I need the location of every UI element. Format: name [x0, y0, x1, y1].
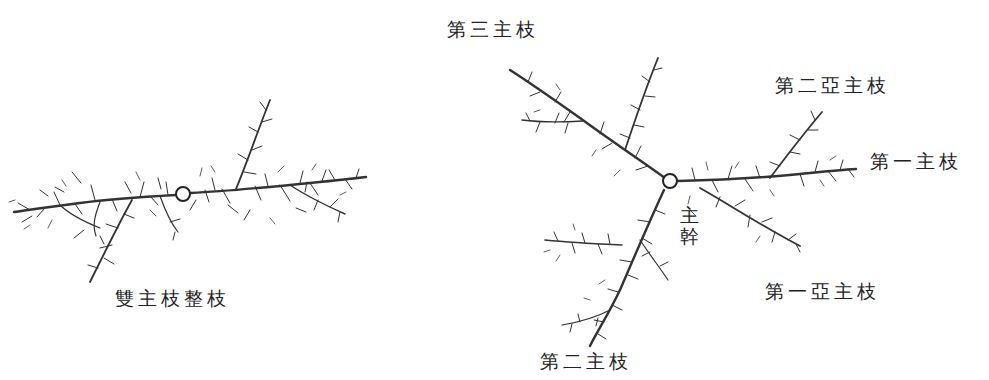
label-text: 第三主枝 [447, 18, 539, 40]
caption-label: 雙主枝整枝 [115, 287, 230, 310]
branch-label: 第一主枝 [870, 150, 962, 173]
label-text: 主幹 [680, 204, 699, 247]
trunk-label: 主幹 [680, 205, 699, 247]
label-text: 第二亞主枝 [775, 74, 890, 96]
label-text: 第二主枝 [540, 350, 632, 372]
label-text: 第一亞主枝 [765, 280, 880, 302]
branch-label: 第一亞主枝 [765, 280, 880, 303]
branch-label: 第二主枝 [540, 350, 632, 373]
label-text: 第一主枝 [870, 150, 962, 172]
branch-label: 第三主枝 [447, 18, 539, 41]
label-text: 雙主枝整枝 [115, 287, 230, 309]
branch-label: 第二亞主枝 [775, 74, 890, 97]
